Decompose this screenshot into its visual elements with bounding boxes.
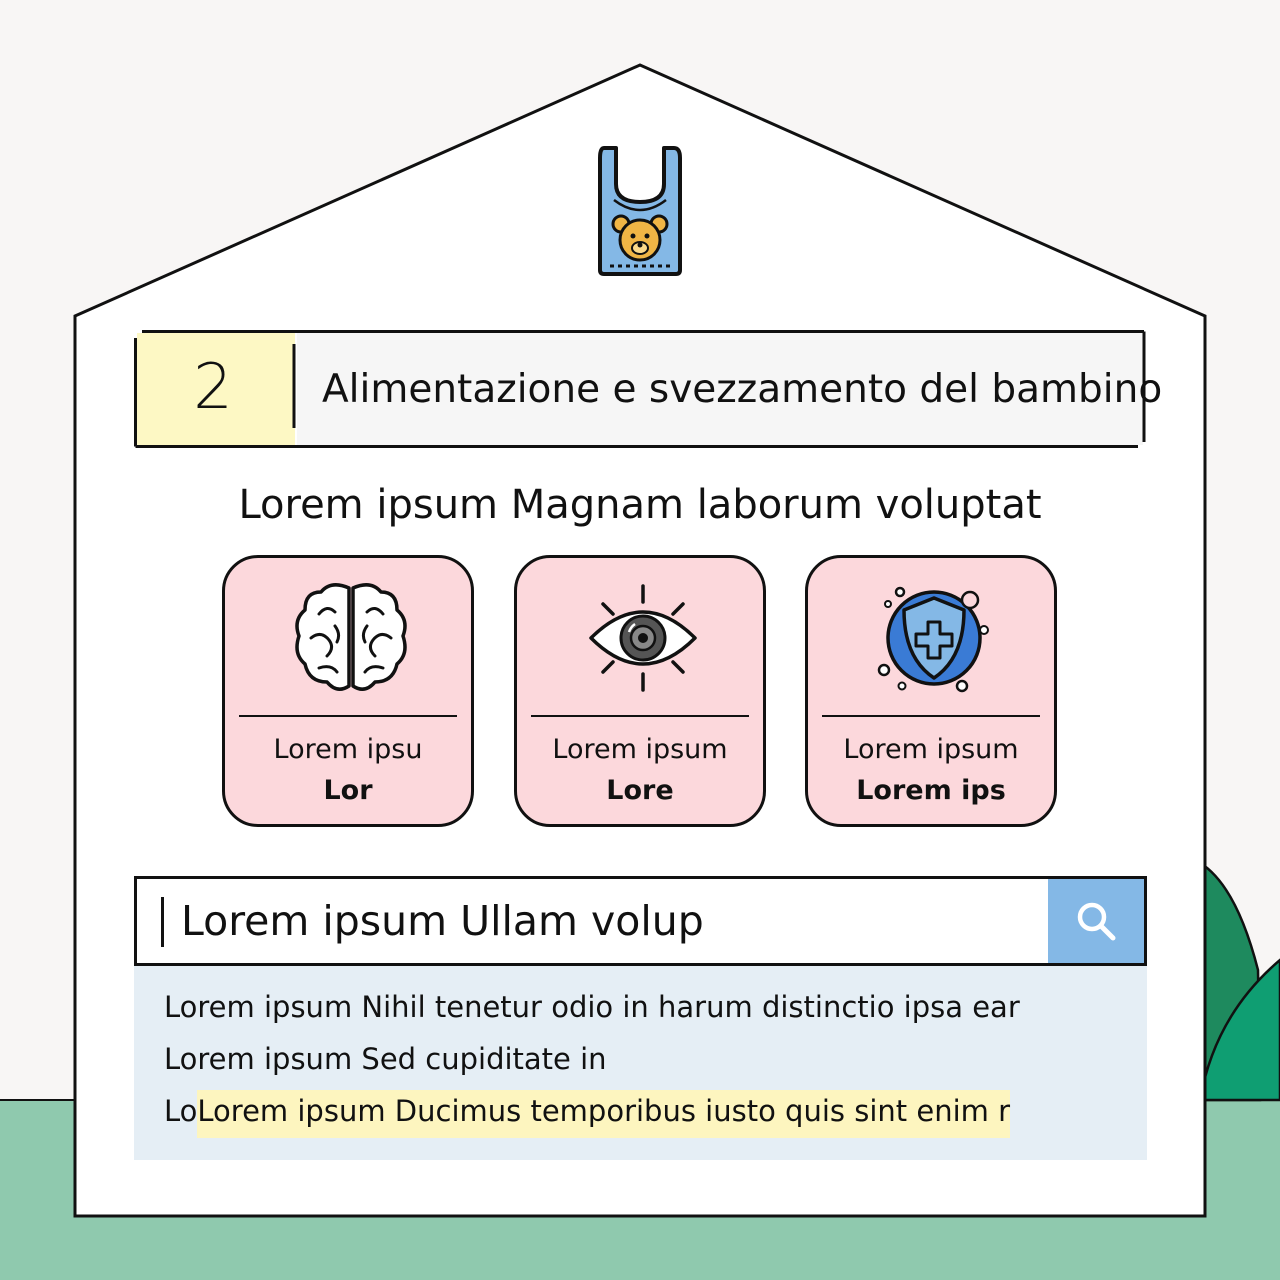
- search-input[interactable]: Lorem ipsum Ullam volup: [181, 897, 704, 945]
- text-caret: [161, 897, 164, 947]
- card-sublabel: Lor: [323, 775, 373, 806]
- result-item[interactable]: Lorem ipsum Sed cupiditate in: [164, 1042, 607, 1076]
- result-highlight: Lorem ipsum Ducimus temporibus iusto qui…: [197, 1090, 1011, 1138]
- card-divider: [531, 715, 749, 717]
- chapter-header: 2 Alimentazione e svezzamento del bambin…: [134, 330, 1163, 448]
- card-sublabel: Lore: [606, 775, 674, 806]
- search-button[interactable]: [1048, 879, 1144, 963]
- card-sublabel: Lorem ips: [856, 775, 1006, 806]
- chapter-title-cell: [297, 333, 1143, 445]
- baby-bib-icon: [598, 146, 682, 276]
- topic-card-eye[interactable]: Lorem ipsum Lore: [514, 555, 766, 827]
- brain-icon: [295, 583, 407, 691]
- card-divider: [239, 715, 457, 717]
- search-results: Lorem ipsum Nihil tenetur odio in harum …: [134, 966, 1147, 1160]
- result-item[interactable]: Lorem ipsum Nihil tenetur odio in harum …: [164, 990, 1020, 1024]
- search-icon: [1077, 902, 1116, 941]
- result-item-highlighted[interactable]: LoLorem ipsum Ducimus temporibus iusto q…: [164, 1090, 1011, 1138]
- card-divider: [822, 715, 1040, 717]
- card-label: Lorem ipsum: [843, 734, 1019, 765]
- section-heading: Lorem ipsum Magnam laborum voluptat: [238, 482, 1042, 528]
- shield-cross-icon: [877, 586, 989, 693]
- eye-icon: [589, 584, 697, 692]
- chapter-number: 2: [193, 349, 233, 423]
- chapter-number-cell: [137, 333, 295, 445]
- chapter-frame: [134, 330, 1146, 448]
- result-prefix: Lo: [164, 1094, 198, 1128]
- card-label: Lorem ipsu: [273, 734, 423, 765]
- topic-card-brain[interactable]: Lorem ipsu Lor: [222, 555, 474, 827]
- topic-card-shield[interactable]: Lorem ipsum Lorem ips: [805, 555, 1057, 827]
- search-bar: Lorem ipsum Ullam volup: [134, 876, 1147, 966]
- card-label: Lorem ipsum: [552, 734, 728, 765]
- chapter-title: Alimentazione e svezzamento del bambino: [322, 366, 1163, 412]
